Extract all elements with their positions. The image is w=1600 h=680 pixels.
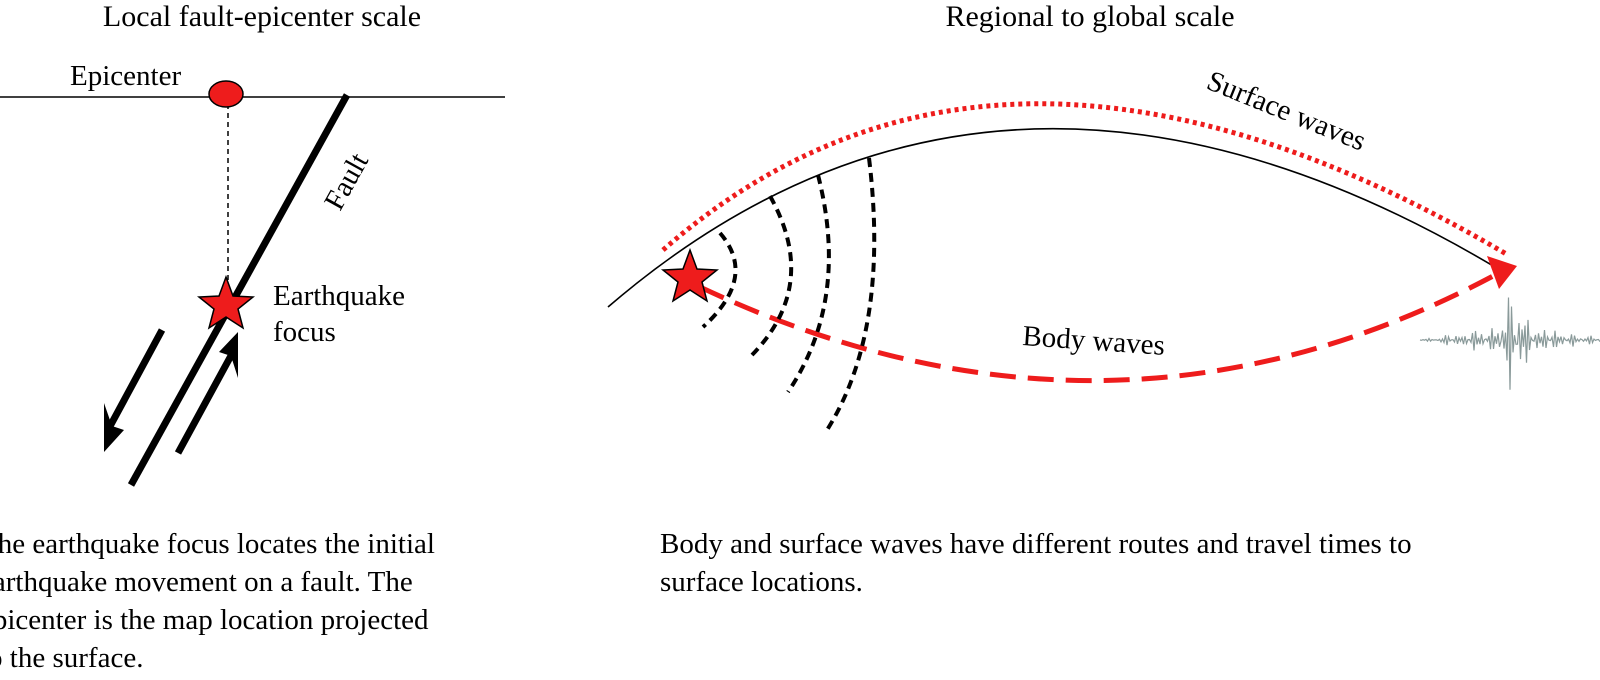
wavefront-3	[786, 174, 831, 394]
wavefront-4	[825, 157, 877, 432]
fault-label: Fault	[318, 148, 375, 216]
local-panel-title: Local fault-epicenter scale	[103, 0, 421, 33]
surface-waves-label: Surface waves	[1202, 65, 1370, 158]
local-caption: The earthquake focus locates the initial…	[0, 528, 435, 674]
fault-line	[127, 93, 351, 487]
epicenter-marker	[208, 80, 244, 108]
wavefront-2	[750, 195, 794, 357]
earthquake-focus-star-icon	[196, 274, 256, 330]
body-waves-path	[698, 272, 1497, 383]
source-star-icon	[660, 247, 720, 303]
earth-surface-arc	[607, 128, 1501, 308]
wavefronts	[701, 157, 877, 432]
seismogram-trace	[1419, 297, 1600, 390]
regional-caption: Body and surface waves have different ro…	[660, 528, 1412, 598]
epicenter-label: Epicenter	[70, 60, 181, 92]
slip-arrow-down-icon	[104, 328, 166, 452]
regional-panel-title: Regional to global scale	[945, 0, 1234, 33]
wavefront-1	[701, 231, 738, 329]
focus-label-line1: Earthquake	[273, 280, 405, 312]
surface-waves-path	[661, 101, 1510, 258]
arrowhead-icon	[1487, 256, 1517, 289]
body-waves-label: Body waves	[1022, 320, 1166, 362]
focus-label-line2: focus	[273, 316, 336, 348]
slip-arrow-up-icon	[174, 332, 238, 455]
